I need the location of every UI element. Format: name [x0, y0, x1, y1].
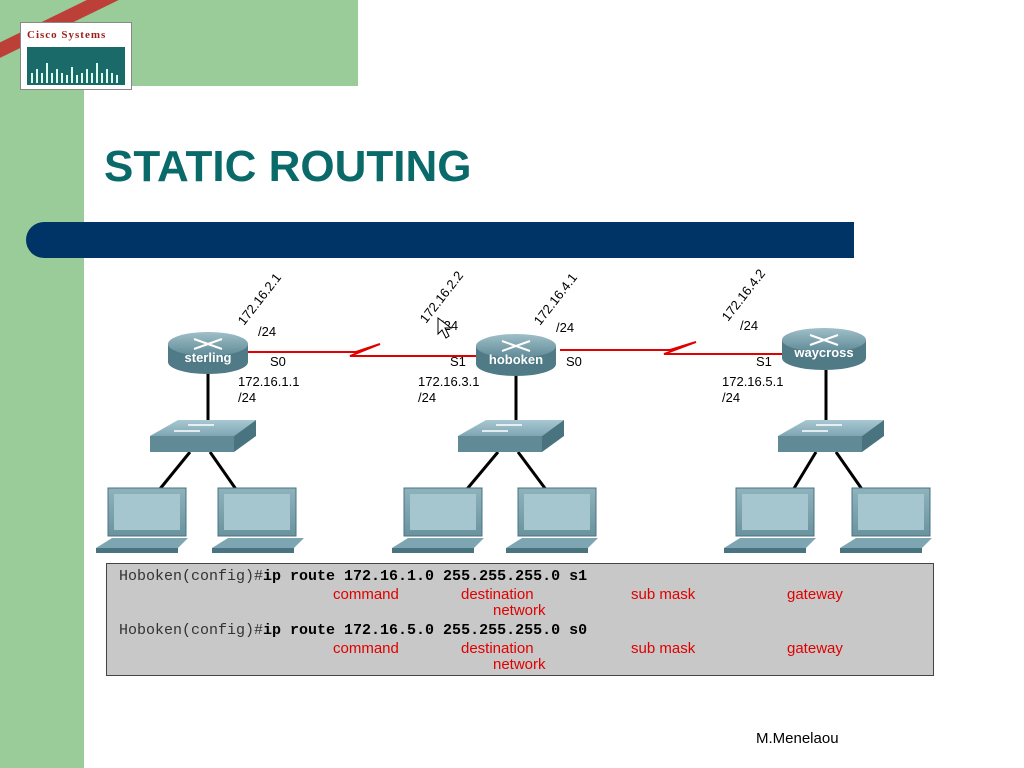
port-hoboken-s1: S1 — [450, 354, 466, 369]
pc-4-icon — [506, 487, 598, 553]
router-label-waycross: waycross — [793, 345, 853, 360]
logo-text: Cisco Systems — [27, 29, 107, 41]
label-network-2: network — [493, 656, 546, 673]
router-hoboken-icon: hoboken — [476, 334, 556, 376]
command-text-2: ip route 172.16.5.0 255.255.255.0 s0 — [263, 622, 588, 639]
slide-title: STATIC ROUTING — [104, 142, 472, 191]
pc-6-icon — [840, 487, 932, 553]
label-network-1: network — [493, 602, 546, 619]
command-line-2: Hoboken(config)#ip route 172.16.5.0 255.… — [119, 622, 587, 639]
author-name: M.Menelaou — [756, 730, 839, 747]
ip-waycross-s1: 172.16.4.2 — [719, 266, 769, 324]
command-prompt-1: Hoboken(config)# — [119, 568, 264, 585]
ip-sterling-s0: 172.16.2.1 — [235, 270, 285, 328]
port-hoboken-s0: S0 — [566, 354, 582, 369]
command-line-1: Hoboken(config)#ip route 172.16.1.0 255.… — [119, 568, 587, 585]
serial-link-hoboken-waycross — [560, 341, 782, 355]
port-sterling-s0: S0 — [270, 354, 286, 369]
mask-sterling-s0: /24 — [258, 324, 276, 339]
switch-3-icon — [778, 420, 884, 452]
serial-link-sterling-hoboken — [236, 343, 476, 357]
router-sterling-icon: sterling — [168, 332, 248, 374]
lan-ip-waycross: 172.16.5.1 — [722, 374, 783, 389]
mouse-cursor-icon — [437, 316, 453, 339]
label-destination-1: destination — [461, 586, 534, 603]
label-submask-1: sub mask — [631, 586, 696, 603]
command-prompt-2: Hoboken(config)# — [119, 622, 264, 639]
lan-ip-hoboken: 172.16.3.1 — [418, 374, 479, 389]
label-command-2: command — [333, 640, 399, 657]
logo-bars-icon — [27, 47, 125, 85]
pc-3-icon — [392, 487, 484, 553]
mask-waycross-s1: /24 — [740, 318, 758, 333]
pc-5-icon — [724, 487, 816, 553]
pc-2-icon — [212, 487, 304, 553]
command-text-1: ip route 172.16.1.0 255.255.255.0 s1 — [263, 568, 588, 585]
router-label-sterling: sterling — [185, 350, 232, 365]
cisco-logo: Cisco Systems — [20, 22, 132, 90]
mask-hoboken-s0: /24 — [556, 320, 574, 335]
title-underline-bar — [26, 222, 854, 258]
label-submask-2: sub mask — [631, 640, 696, 657]
lan-mask-sterling: /24 — [238, 390, 256, 405]
label-gateway-2: gateway — [787, 640, 843, 657]
lan-ip-sterling: 172.16.1.1 — [238, 374, 299, 389]
switch-2-icon — [458, 420, 564, 452]
switch-1-icon — [150, 420, 256, 452]
label-command-1: command — [333, 586, 399, 603]
pc-1-icon — [96, 487, 188, 553]
label-destination-2: destination — [461, 640, 534, 657]
router-label-hoboken: hoboken — [489, 352, 543, 367]
label-gateway-1: gateway — [787, 586, 843, 603]
lan-mask-hoboken: /24 — [418, 390, 436, 405]
lan-mask-waycross: /24 — [722, 390, 740, 405]
port-waycross-s1: S1 — [756, 354, 772, 369]
command-box: Hoboken(config)#ip route 172.16.1.0 255.… — [106, 563, 934, 676]
router-waycross-icon: waycross — [782, 328, 866, 370]
left-green-bar — [0, 0, 84, 768]
